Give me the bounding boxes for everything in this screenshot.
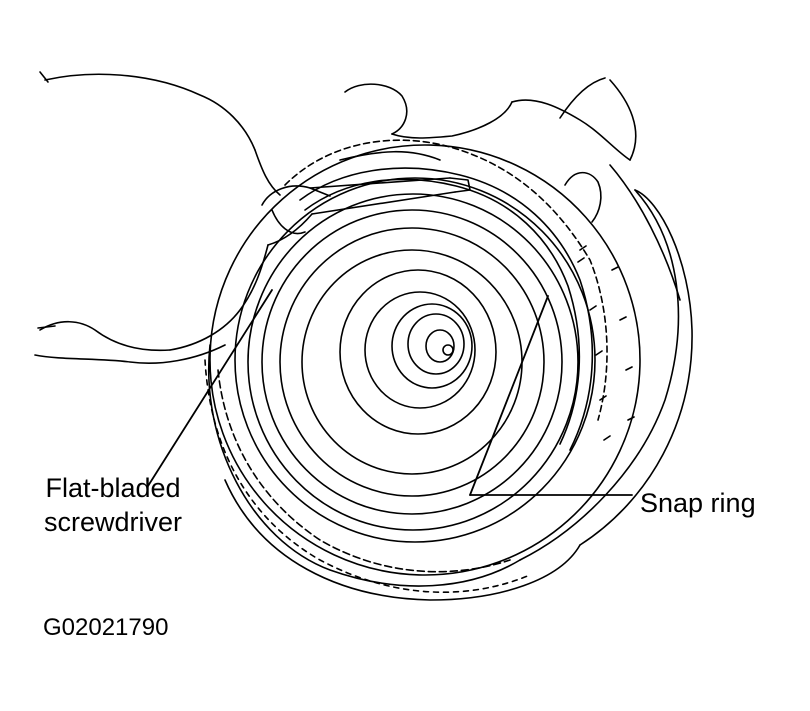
screwdriver-label-line1: Flat-bladed [45,473,181,503]
left-hand [34,71,281,365]
snap-ring-label: Snap ring [640,488,756,518]
screwdriver-leader [147,289,273,487]
screwdriver [261,150,471,246]
snap-ring-leader [469,295,549,496]
snap-ring [299,167,594,451]
screwdriver-label-line2: screwdriver [44,507,183,537]
right-hand [344,77,681,301]
clutch-rings [234,177,596,543]
screwdriver-label: Flat-bladed screwdriver [44,471,182,539]
figure-id: G02021790 [43,614,169,641]
leader-lines [147,289,633,496]
drum-hub [391,303,473,389]
clutch-drum [204,139,693,601]
